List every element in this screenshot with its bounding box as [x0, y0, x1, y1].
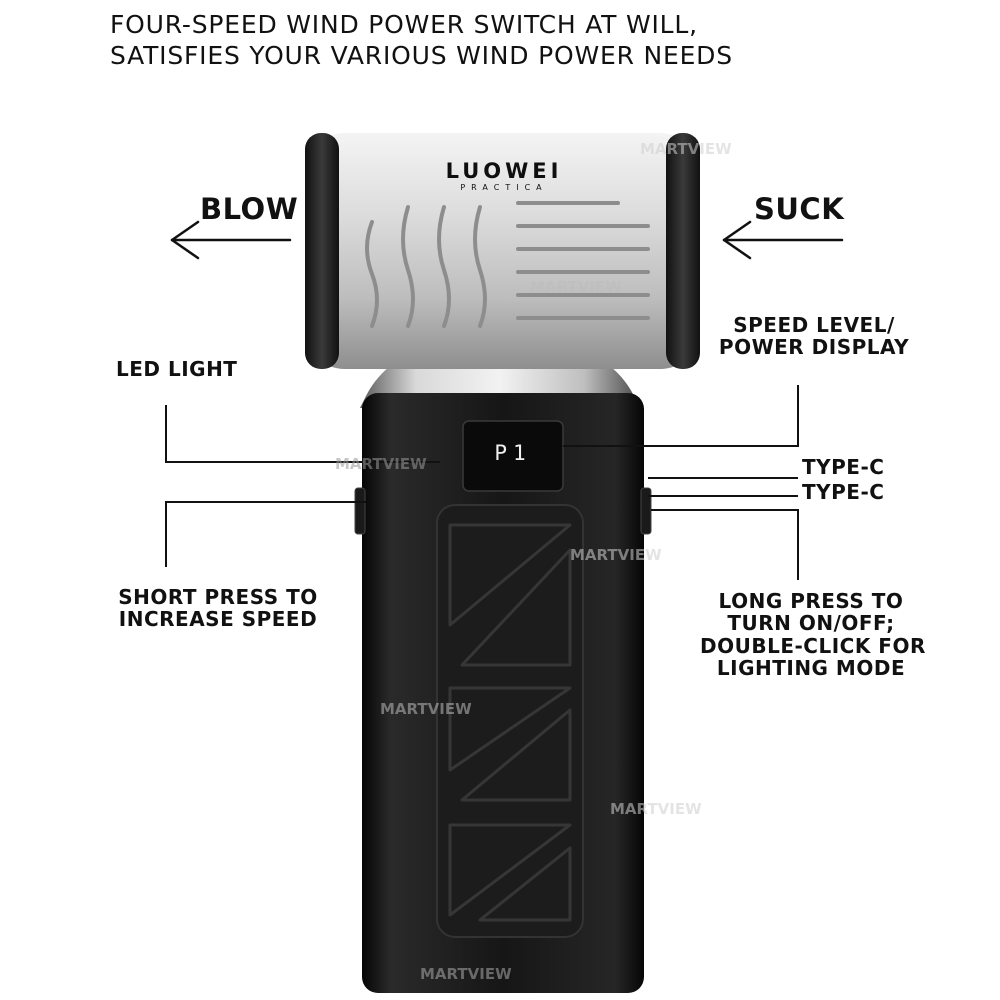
- short-press-leader: [165, 501, 366, 567]
- display-readout: P1: [494, 441, 532, 465]
- display-leader: [563, 385, 799, 447]
- headline-line-2: SATISFIES YOUR VARIOUS WIND POWER NEEDS: [110, 40, 733, 70]
- vent-lines: [516, 201, 650, 320]
- display-screen: [462, 420, 564, 492]
- typec-label-1: TYPE-C: [802, 455, 885, 479]
- speed-button: [354, 487, 366, 535]
- watermark: MARTVIEW: [530, 278, 622, 296]
- long-press-label: LONG PRESS TO TURN ON/OFF; DOUBLE-CLICK …: [700, 589, 926, 681]
- short-press-line-1: SHORT PRESS TO: [118, 585, 318, 609]
- long-press-line-4: LIGHTING MODE: [716, 656, 906, 681]
- speed-display-line-1: SPEED LEVEL/: [733, 313, 895, 337]
- brand-logo: LUOWEI PRACTICA: [430, 159, 578, 192]
- watermark: MARTVIEW: [420, 965, 512, 983]
- brand-sub: PRACTICA: [460, 182, 548, 192]
- headline: FOUR-SPEED WIND POWER SWITCH AT WILL, SA…: [110, 10, 733, 71]
- watermark: MARTVIEW: [610, 800, 702, 818]
- short-press-line-2: INCREASE SPEED: [118, 607, 318, 632]
- watermark: MARTVIEW: [335, 455, 427, 473]
- callout-lines: [165, 385, 799, 580]
- long-press-line-3: DOUBLE-CLICK FOR: [700, 633, 926, 658]
- suck-arrow: [722, 220, 844, 260]
- led-leader: [165, 405, 440, 463]
- short-press-label: SHORT PRESS TO INCREASE SPEED: [106, 586, 330, 631]
- blow-arrow: [170, 220, 292, 260]
- watermark: MARTVIEW: [380, 700, 472, 718]
- headline-line-1: FOUR-SPEED WIND POWER SWITCH AT WILL,: [110, 10, 698, 39]
- fan-head: [305, 133, 700, 369]
- watermark: MARTVIEW: [640, 140, 732, 158]
- led-light-label: LED LIGHT: [116, 357, 238, 381]
- suck-label: SUCK: [754, 192, 845, 226]
- watermark: MARTVIEW: [570, 546, 662, 564]
- long-press-line-2: TURN ON/OFF;: [727, 611, 895, 636]
- long-press-leader: [651, 509, 799, 580]
- intake-cap-left: [305, 133, 339, 369]
- speed-display-label: SPEED LEVEL/ POWER DISPLAY: [714, 314, 914, 359]
- power-button: [640, 487, 652, 535]
- blow-label: BLOW: [200, 192, 299, 226]
- grip-pattern: [448, 523, 572, 922]
- speed-display-line-2: POWER DISPLAY: [718, 335, 910, 360]
- long-press-line-1: LONG PRESS TO: [718, 589, 904, 613]
- grip-pad: [436, 504, 584, 938]
- vent-waves: [365, 205, 487, 328]
- brand-name: LUOWEI: [445, 159, 563, 183]
- typec-label-2: TYPE-C: [802, 480, 885, 504]
- intake-cap-right: [666, 133, 700, 369]
